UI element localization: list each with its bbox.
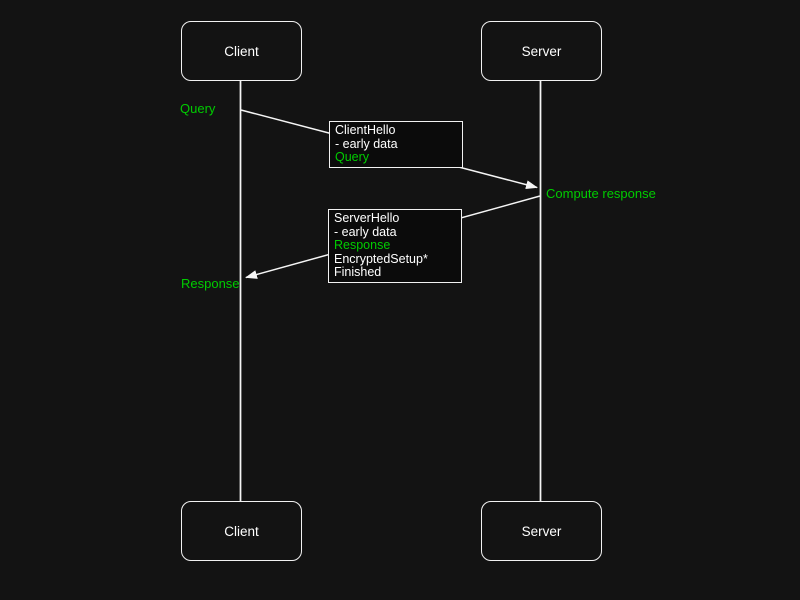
server-actor-top-label: Server	[521, 43, 562, 59]
response-annotation: Response	[181, 276, 240, 291]
compute-response-annotation: Compute response	[546, 186, 656, 201]
query-annotation: Query	[180, 101, 216, 116]
server-actor-top: Server	[481, 21, 602, 81]
client-actor-bottom: Client	[181, 501, 302, 561]
client-hello-message-box: ClientHello - early data Query	[329, 121, 463, 168]
client-hello-query-line: Query	[335, 150, 370, 164]
server-hello-early-data-line: - early data	[334, 224, 397, 239]
server-hello-encrypted-setup-line: EncryptedSetup*	[334, 251, 428, 266]
server-hello-line: ServerHello	[334, 211, 400, 225]
client-actor-top-label: Client	[224, 43, 259, 59]
server-actor-bottom: Server	[481, 501, 602, 561]
server-hello-finished-line: Finished	[334, 265, 382, 279]
server-actor-bottom-label: Server	[521, 523, 562, 539]
server-hello-response-line: Response	[334, 238, 391, 252]
client-actor-top: Client	[181, 21, 302, 81]
client-hello-line: ClientHello	[335, 123, 396, 137]
client-actor-bottom-label: Client	[224, 523, 259, 539]
client-hello-early-data-line: - early data	[335, 136, 398, 151]
server-hello-message-box: ServerHello - early data Response Encryp…	[328, 209, 462, 283]
